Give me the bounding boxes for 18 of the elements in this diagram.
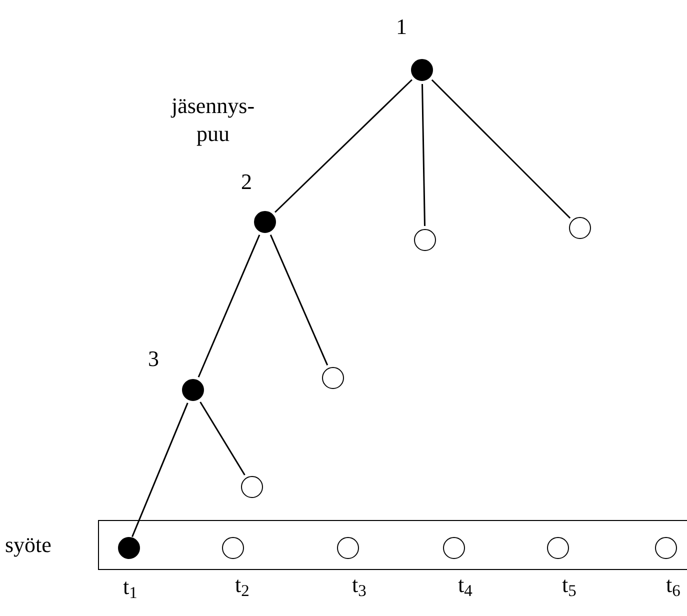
tree-label: jäsennys- puu [170,92,256,147]
tree-edge [132,402,188,538]
tree-edge [431,79,571,219]
node-number: 3 [148,348,159,370]
tree-edge [274,79,412,213]
tree-edge [200,402,246,476]
node-number: t$_{5}$ [562,574,576,596]
tree-edge [198,234,260,378]
tree-edge [270,234,328,366]
node-number: t$_{3}$ [352,574,366,596]
node-number: t$_{1}$ [123,576,138,598]
band-title: syöte [5,534,52,556]
node-number: 2 [241,171,252,193]
node-number: t$_{6}$ [666,574,680,596]
node-number: 1 [396,16,407,38]
tree-edge [422,84,426,226]
node-number: t$_{2}$ [235,574,250,596]
node-number: t$_{4}$ [458,574,472,596]
